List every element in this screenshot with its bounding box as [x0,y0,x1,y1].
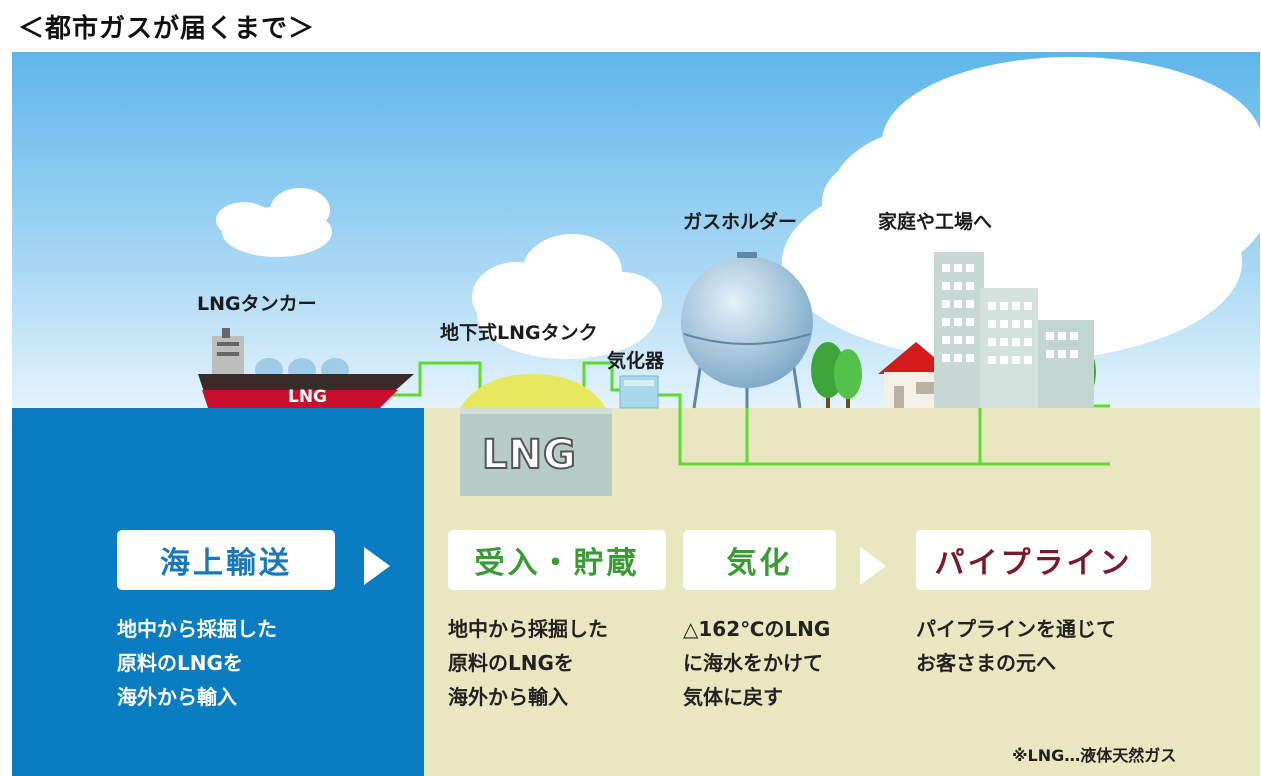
desc-line: △162℃のLNG [683,617,831,641]
gas-holder [681,252,813,409]
ship-lng-text: LNG [288,387,328,407]
desc-line: 気体に戻す [683,685,783,709]
buildings [934,252,1094,408]
step-pipeline: パイプライン [916,530,1151,590]
vaporizer [619,375,659,409]
desc-sea-transport: 地中から採掘した 原料のLNGを 海外から輸入 [117,612,277,714]
desc-line: お客さまの元へ [916,651,1056,675]
underground-tank-label: 地下式LNGタンク [440,322,598,344]
desc-line: 海外から輸入 [448,685,568,709]
homes-factories-label: 家庭や工場へ [878,211,993,233]
arrow-vapor-to-pipe [860,547,886,585]
cloud-center [472,234,662,359]
tank-lng-text: LNG [481,431,577,479]
sea-panel [12,408,424,776]
desc-line: 地中から採掘した [117,617,277,641]
cloud-right [782,57,1260,362]
desc-pipeline: パイプラインを通じて お客さまの元へ [916,612,1116,680]
desc-line: パイプラインを通じて [916,617,1116,641]
tanker-label: LNGタンカー [197,293,317,315]
footnote: ※LNG…液体天然ガス [1012,746,1177,765]
page-title: ＜都市ガスが届くまで＞ [18,14,316,44]
desc-vaporization: △162℃のLNG に海水をかけて 気体に戻す [683,612,830,714]
vaporizer-label: 気化器 [607,350,665,372]
desc-receive-storage: 地中から採掘した 原料のLNGを 海外から輸入 [448,612,608,714]
desc-line: 原料のLNGを [448,651,574,675]
arrow-sea-to-receive [364,547,390,585]
desc-line: 原料のLNGを [117,651,243,675]
step-sea-transport: 海上輸送 [117,530,335,590]
underground-lng-tank [460,374,612,496]
lng-tanker [198,328,414,408]
gas-supply-diagram: LNGタンカー 地下式LNGタンク 気化器 ガスホルダー 家庭や工場へ LNG … [12,52,1260,776]
step-vaporization: 気化 [683,530,836,590]
desc-line: に海水をかけて [683,651,823,675]
diagram-illustration [12,52,1260,776]
cloud-left [216,188,332,257]
step-receive-storage: 受入・貯蔵 [448,530,666,590]
trees-left [811,342,862,408]
gas-holder-label: ガスホルダー [683,211,798,233]
desc-line: 地中から採掘した [448,617,608,641]
desc-line: 海外から輸入 [117,685,237,709]
